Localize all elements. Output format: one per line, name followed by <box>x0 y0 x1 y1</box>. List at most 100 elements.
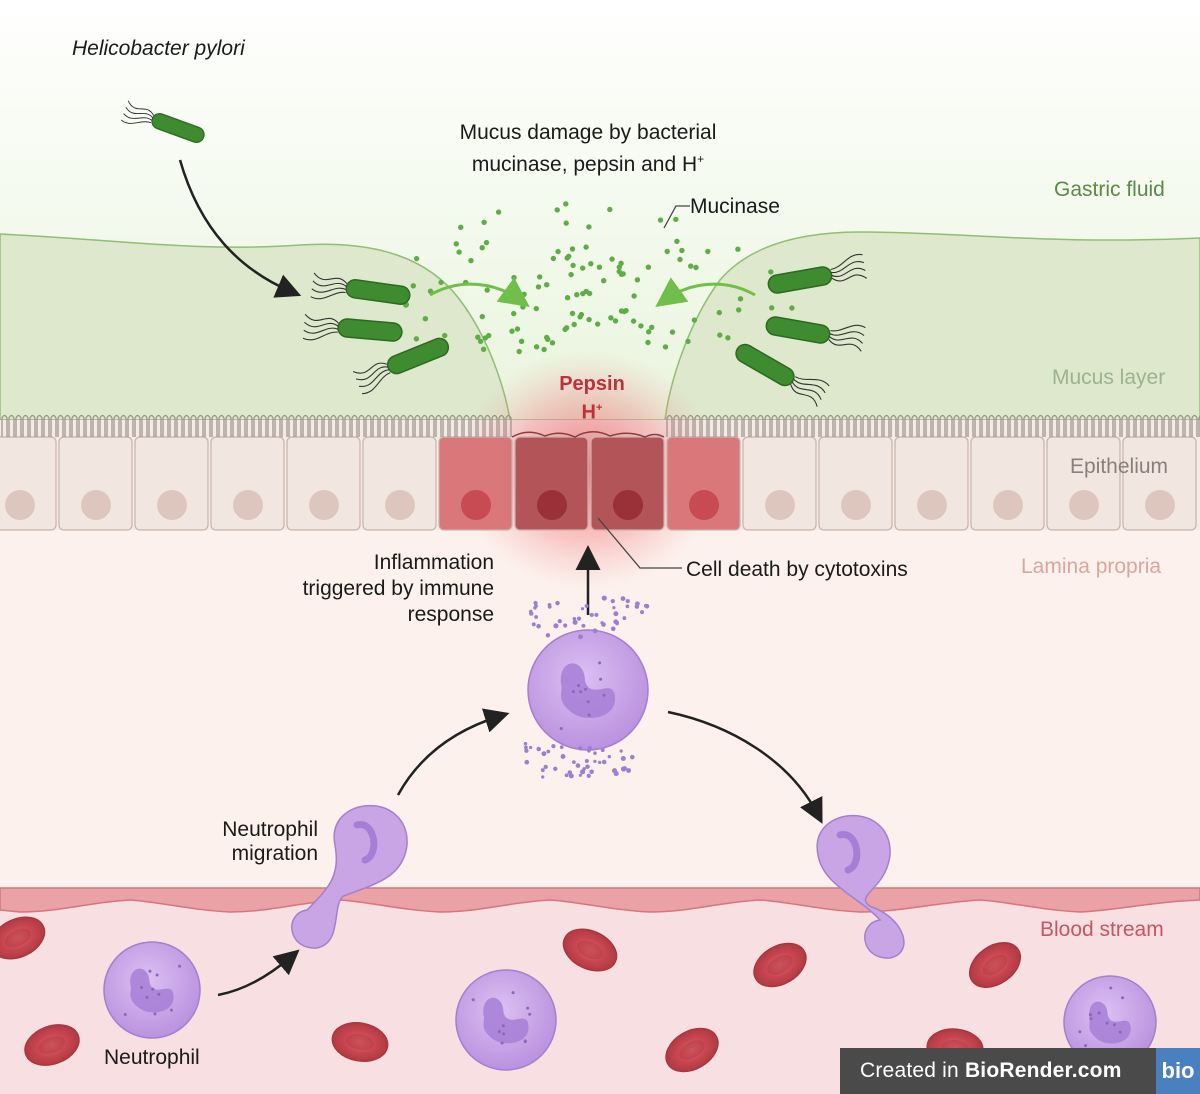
mucinase-dot <box>595 321 601 327</box>
neutrophil-granule <box>1097 1011 1101 1015</box>
microvillus <box>169 414 176 437</box>
microvillus <box>792 414 799 437</box>
microvillus <box>932 414 939 437</box>
microvillus <box>442 414 449 437</box>
microvillus <box>43 414 50 437</box>
released-granule <box>589 769 594 775</box>
neutrophil-granule <box>1089 1017 1093 1021</box>
microvillus <box>211 414 218 437</box>
released-granule <box>640 610 644 615</box>
epithelial-cell <box>514 436 589 531</box>
cell-nucleus <box>157 490 187 520</box>
cell-nucleus <box>689 490 719 520</box>
badge-prefix: Created in <box>860 1059 965 1082</box>
released-granule <box>580 769 586 775</box>
released-granule <box>541 775 545 779</box>
migration-arrow-up <box>396 708 510 796</box>
microvillus <box>1121 414 1128 437</box>
mucinase-dot <box>533 344 540 350</box>
red-blood-cell <box>562 928 618 972</box>
neutrophil-granule <box>471 998 475 1002</box>
migrating-neutrophil-nucleus <box>836 831 861 874</box>
neutrophil-granule <box>123 1013 127 1016</box>
mucinase-dot <box>533 305 539 312</box>
released-granule <box>524 748 529 753</box>
neutrophil-bloodstream-3 <box>1063 975 1157 1069</box>
microvillus <box>351 414 358 437</box>
neutrophil-nucleus <box>560 663 615 719</box>
mucinase-dot <box>413 336 420 342</box>
cell-nucleus <box>461 490 491 520</box>
microvilli <box>1 414 1200 437</box>
microvillus <box>988 414 995 437</box>
label-pepsin-h: Pepsin H+ <box>540 372 644 425</box>
mucinase-dot <box>588 261 594 267</box>
microvillus <box>848 414 855 437</box>
mucinase-dot <box>649 324 655 330</box>
mucinase-dot <box>479 313 485 320</box>
biorender-badge[interactable]: Created in BioRender.com bio <box>840 1048 1200 1094</box>
microvillus <box>974 414 981 437</box>
microvillus <box>330 414 337 437</box>
microvillus <box>855 414 862 437</box>
microvillus <box>1156 414 1163 437</box>
microvillus <box>344 414 351 437</box>
mucinase-dot <box>563 220 569 226</box>
mucinase-dot <box>535 284 542 290</box>
bacterium-body <box>735 343 795 387</box>
helicobacter-bacterium <box>767 254 868 294</box>
microvillus <box>246 414 253 437</box>
released-granule <box>613 619 619 625</box>
microvillus <box>1142 414 1149 437</box>
label-mucus-damage-line2-wrap: mucinase, pepsin and H+ <box>430 146 746 178</box>
released-granule <box>630 754 635 760</box>
released-granule <box>536 623 541 629</box>
released-granule <box>568 773 574 779</box>
microvillus <box>1107 414 1114 437</box>
microvillus <box>365 414 372 437</box>
microvillus <box>1037 414 1044 437</box>
mucinase-dot <box>544 282 550 288</box>
bacterium-body <box>151 113 205 143</box>
mucinase-dot <box>569 310 576 317</box>
released-granule <box>592 628 598 634</box>
neutrophil-granule <box>577 684 581 688</box>
microvillus <box>1086 414 1093 437</box>
microvillus <box>1065 414 1072 437</box>
microvillus <box>1093 414 1100 437</box>
neutrophil-granule <box>1121 996 1125 1000</box>
released-granule <box>578 746 583 751</box>
neutrophil-granule <box>1078 1030 1082 1034</box>
microvillus <box>470 414 477 437</box>
neutrophil-granule <box>579 690 583 694</box>
helicobacter-bacterium <box>120 100 205 143</box>
microvillus <box>666 414 673 437</box>
label-inflammation-line2: triggered by immune <box>302 577 494 600</box>
released-granule <box>528 745 533 750</box>
released-granule <box>541 751 547 757</box>
label-neutrophil-migration-line2: migration <box>231 842 318 865</box>
neutrophil-nucleus <box>483 997 529 1044</box>
label-mucus-damage-line2: mucinase, pepsin and H <box>471 153 698 176</box>
mucinase-arrow-left <box>429 277 530 308</box>
mucinase-dot <box>422 316 429 322</box>
mucinase-dot <box>691 317 698 323</box>
mucinase-dot <box>664 248 670 255</box>
neutrophil-granule <box>153 1012 157 1016</box>
cell-nucleus <box>1145 490 1175 520</box>
mucinase-dot <box>568 271 574 278</box>
mucinase-dot <box>673 216 679 223</box>
microvillus <box>232 414 239 437</box>
bacterium-flagellum <box>120 119 152 124</box>
microvillus <box>736 414 743 437</box>
mucinase-dot <box>612 318 619 324</box>
mucinase-dot <box>705 248 711 255</box>
microvillus <box>435 414 442 437</box>
microvillus <box>218 414 225 437</box>
mucinase-dot <box>737 296 744 302</box>
microvillus <box>981 414 988 437</box>
bacterium-flagellum <box>828 339 862 352</box>
mucinase-dot <box>717 332 723 338</box>
mucinase-dot <box>669 329 676 335</box>
